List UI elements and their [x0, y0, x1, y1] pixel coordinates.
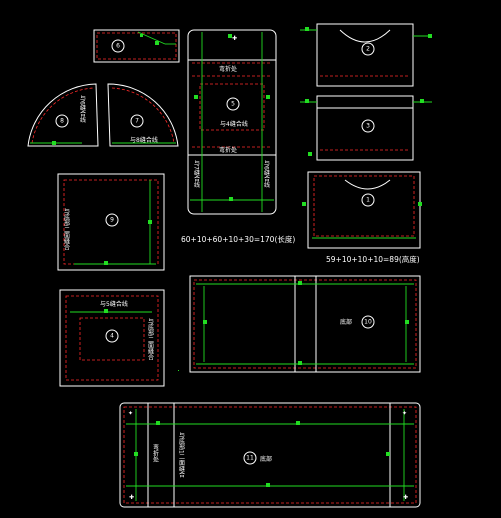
part-9-seam: 与底部二面缝合: [63, 207, 70, 251]
svg-text:✚: ✚: [403, 494, 408, 501]
part-5-seam-left: 与7缝合线: [193, 159, 200, 188]
part-11-fold: 弯折处: [152, 443, 159, 463]
height-caption: 59+10+10+10=89(高度): [326, 254, 420, 264]
part-10-label: 底部: [340, 318, 352, 326]
part-7-seam-label: 与8缝合线: [130, 136, 158, 144]
part-2: 2: [300, 23, 432, 87]
part-5: ✚ 5 弯折处 弯折处 与4缝合线 与7缝合线 与6缝合线 60+10+60+1…: [181, 29, 295, 244]
part-10: 10 底部: [189, 275, 421, 373]
part-5-fold-top: 弯折处: [219, 65, 237, 73]
part-6: 6: [93, 29, 180, 63]
part-1: 1 59+10+10+10=89(高度): [302, 171, 422, 264]
part-3-number: 3: [366, 123, 370, 130]
part-5-number: 5: [231, 101, 235, 108]
part-4-seam-top: 与5缝合线: [100, 300, 128, 308]
svg-text:✦: ✦: [402, 410, 407, 417]
part-5-fold-bottom: 弯折处: [219, 146, 237, 154]
part-3: 3: [300, 95, 432, 161]
length-caption: 60+10+60+10+30=170(长度): [181, 234, 295, 244]
part-4: 4 与5缝合线 与底部二面缝合: [59, 289, 165, 387]
part-8-number: 8: [60, 118, 64, 125]
part-9: 9 与底部二面缝合: [57, 173, 165, 271]
part-6-number: 6: [116, 43, 120, 50]
svg-text:✚: ✚: [232, 35, 237, 42]
part-10-number: 10: [364, 319, 372, 326]
part-4-seam-right: 与底部二面缝合: [147, 317, 154, 361]
part-1-number: 1: [366, 197, 370, 204]
part-8: 8 与6缝合线: [27, 83, 99, 147]
svg-text:✦: ✦: [128, 410, 133, 417]
part-7: 7 与8缝合线: [107, 83, 179, 147]
part-2-number: 2: [366, 46, 370, 53]
part-9-number: 9: [110, 217, 114, 224]
part-7-number: 7: [135, 118, 139, 125]
part-5-seam-right: 与6缝合线: [263, 159, 270, 188]
part-11-label: 底部: [260, 455, 272, 463]
part-11-number: 11: [246, 455, 254, 462]
part-11: ✦ ✦ ✚ ✚ 11 底部 弯折处 与底部1二面缝合: [119, 402, 421, 508]
svg-text:✚: ✚: [129, 494, 134, 501]
part-4-number: 4: [110, 333, 114, 340]
part-8-seam-label: 与6缝合线: [79, 94, 86, 123]
part-5-seam-center: 与4缝合线: [220, 120, 248, 128]
part-11-seam: 与底部1二面缝合: [178, 431, 185, 479]
